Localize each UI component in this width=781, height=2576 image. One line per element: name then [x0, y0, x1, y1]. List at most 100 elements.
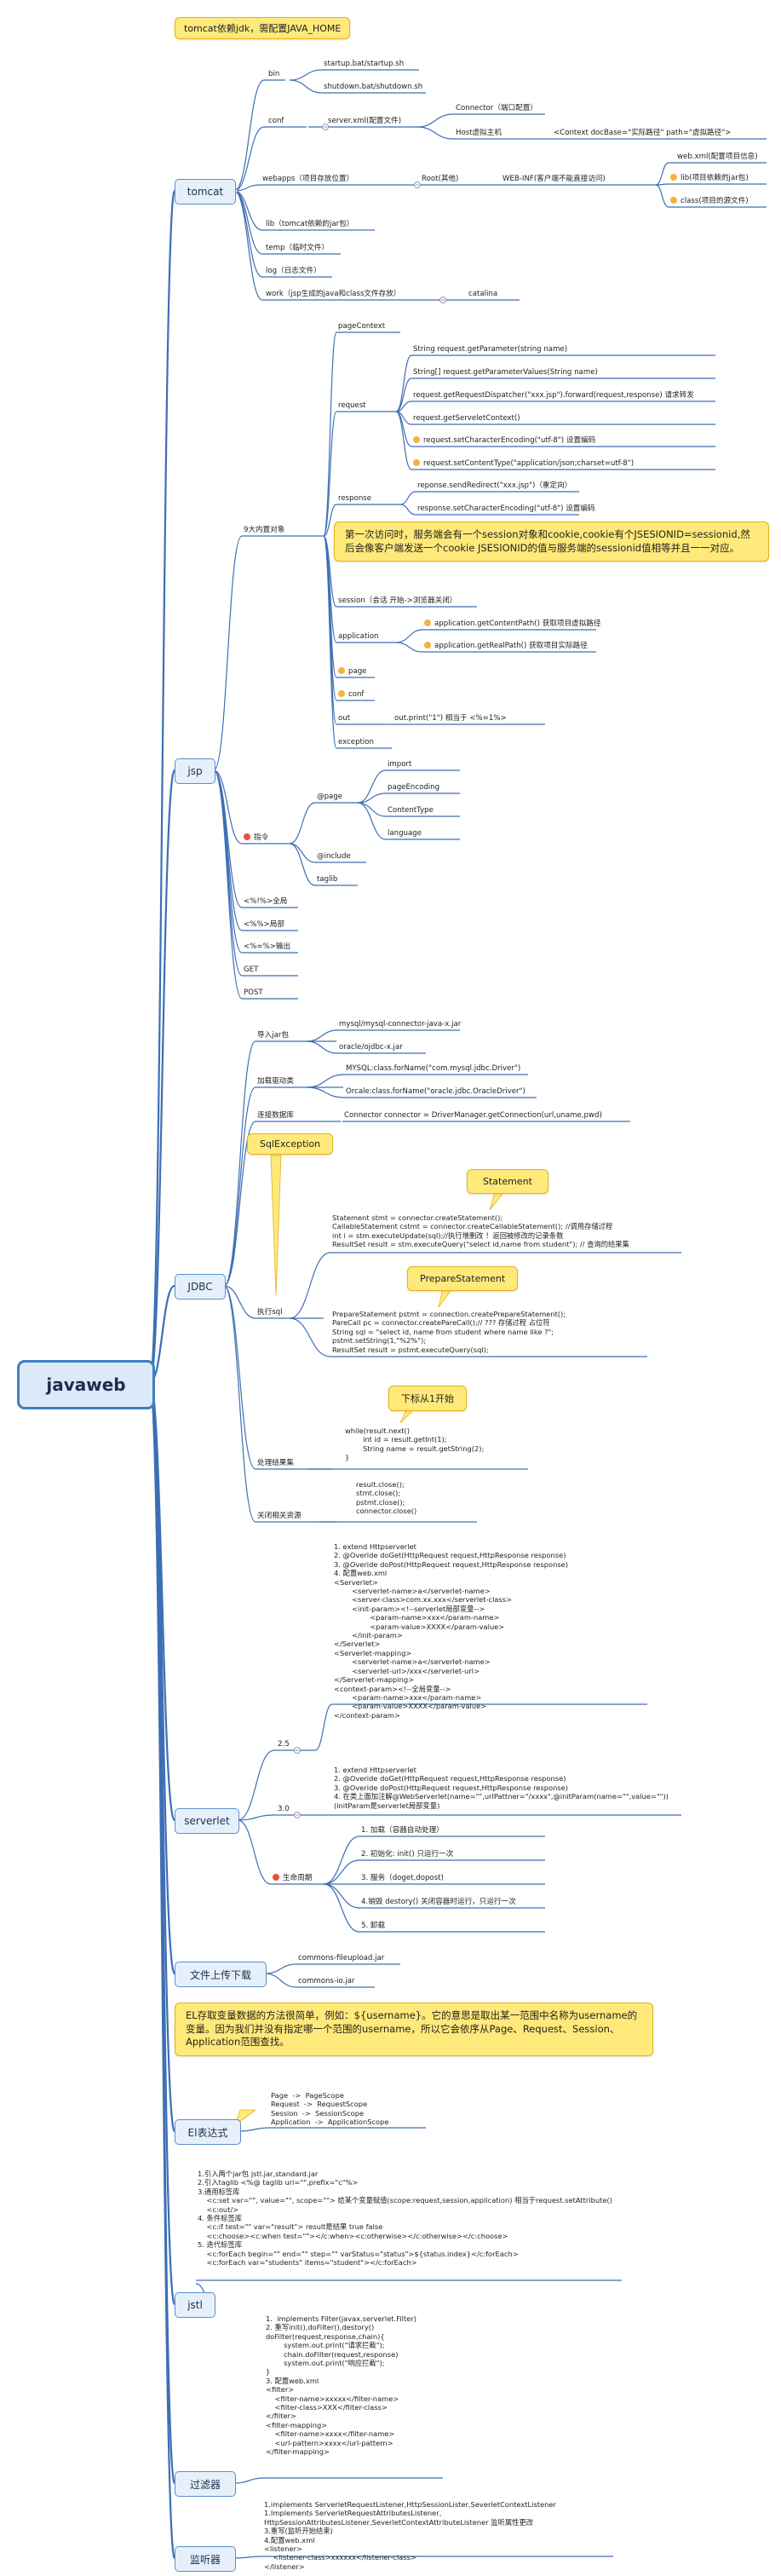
connector-line [223, 1285, 256, 1319]
listener-code[interactable]: 1.implements ServerletRequestListener,Ht… [264, 2500, 556, 2571]
jsp-app-0[interactable]: application.getContentPath() 获取项目虚拟路径 [424, 620, 601, 629]
jsp-req-5[interactable]: request.setContentType("application/json… [413, 459, 634, 469]
connector-line [416, 126, 454, 140]
jsp-page-1[interactable]: pageEncoding [388, 783, 440, 792]
jsp-resp-1[interactable]: response.setCharacterEncoding("utf-8") 设… [417, 504, 595, 513]
servlet-lifecycle[interactable]: 生命周期 [273, 1874, 312, 1883]
jsp-page-0[interactable]: import [388, 760, 412, 769]
servlet-life-1[interactable]: 2. 初始化: init() 只运行一次 [361, 1850, 454, 1859]
tomcat-web-xml[interactable]: web.xml(配置项目信息) [677, 153, 758, 161]
jdbc-result-code[interactable]: while(result.next() int id = result.getI… [345, 1426, 485, 1462]
jsp-out-print[interactable]: out.print("1") 相当于 <%=1%> [394, 714, 507, 723]
category-tomcat[interactable]: tomcat [175, 179, 236, 205]
tomcat-shutdown[interactable]: shutdown.bat/shutdown.sh [324, 83, 423, 91]
servlet-life-2[interactable]: 3. 服务（doget,dopost) [361, 1874, 444, 1882]
tomcat-host[interactable]: Host虚拟主机 [456, 129, 502, 137]
jsp-conf[interactable]: conf [338, 690, 364, 700]
tomcat-catalina[interactable]: catalina [468, 290, 498, 298]
jsp-taglib[interactable]: taglib [317, 875, 338, 884]
jsp-page[interactable]: page [338, 667, 366, 677]
jdbc-prepared-code[interactable]: PrepareStatement pstmt = connection.crea… [332, 1310, 566, 1354]
category-upload[interactable]: 文件上传下载 [175, 1962, 267, 1987]
connector-line [264, 1963, 297, 1974]
category-jstl[interactable]: jstl [175, 2292, 215, 2318]
tomcat-server-xml[interactable]: server.xml(配置文件) [328, 117, 402, 125]
jdbc-connect[interactable]: 连接数据库 [257, 1111, 294, 1120]
jsp-resp-0[interactable]: reponse.sendRedirect("xxx.jsp")（重定向） [417, 481, 572, 490]
servlet-life-4[interactable]: 5. 卸载 [361, 1922, 386, 1930]
jdbc-load-driver[interactable]: 加载驱动类 [257, 1077, 294, 1086]
category-listener[interactable]: 监听器 [175, 2546, 236, 2572]
jsp-page-3[interactable]: language [388, 829, 422, 838]
connector-line [395, 642, 423, 653]
tomcat-conf[interactable]: conf [268, 117, 284, 125]
tomcat-lib-jar[interactable]: lib(项目依赖的jar包) [670, 174, 749, 183]
tomcat-context[interactable]: <Context docBase="实际路径" path="虚拟路径"> [554, 129, 732, 137]
jsp-tag-2[interactable]: <%=%>输出 [244, 942, 291, 951]
jsp-request[interactable]: request [338, 401, 366, 410]
bullet-icon [424, 620, 431, 626]
jsp-nine-objects[interactable]: 9大内置对象 [244, 526, 285, 534]
tomcat-work[interactable]: work（jsp生成的java和class文件存放） [266, 290, 401, 298]
tomcat-lib[interactable]: lib（tomcat依赖的jar包） [266, 220, 354, 228]
jdbc-oracle-driver[interactable]: Orcale:class.forName("oracle.jdbc.Oracle… [346, 1087, 525, 1096]
jsp-application[interactable]: application [338, 632, 379, 641]
jsp-exception[interactable]: exception [338, 738, 374, 746]
tomcat-bin[interactable]: bin [268, 70, 280, 78]
root-node[interactable]: javaweb [17, 1360, 155, 1409]
jsp-tag-1[interactable]: <%%>局部 [244, 920, 284, 929]
tomcat-log[interactable]: log（日志文件） [266, 267, 321, 275]
jsp-out[interactable]: out [338, 714, 351, 723]
tomcat-webapps[interactable]: webapps（项目存放位置） [262, 175, 354, 183]
jsp-response[interactable]: response [338, 494, 372, 503]
servlet-v30[interactable]: 3.0 [278, 1805, 290, 1813]
jdbc-oracle-jar[interactable]: oracle/ojdbc-x.jar [339, 1043, 403, 1052]
jdbc-close[interactable]: 关闭相关资源 [257, 1512, 301, 1520]
jsp-tag-0[interactable]: <%!%>全局 [244, 897, 288, 906]
jsp-req-3[interactable]: request.getServeletContext() [413, 414, 520, 423]
jsp-tag-3[interactable]: GET [244, 965, 259, 974]
upload-item-1[interactable]: commons-io.jar [298, 1977, 355, 1985]
jdbc-mysql-jar[interactable]: mysql/mysql-connector-java-x.jar [339, 1020, 462, 1029]
servlet-v30-code[interactable]: 1. extend Httpserverlet 2. @Overide doGe… [334, 1766, 669, 1810]
jsp-page-2[interactable]: ContentType [388, 806, 434, 815]
filter-code[interactable]: 1. implements Filter(javax.serverlet.Fil… [266, 2314, 416, 2457]
jsp-req-4[interactable]: request.setCharacterEncoding("utf-8") 设置… [413, 436, 595, 446]
jdbc-exec-sql[interactable]: 执行sql [257, 1308, 283, 1317]
category-serverlet[interactable]: serverlet [175, 1808, 239, 1834]
jsp-app-1[interactable]: application.getRealPath() 获取项目实际路径 [424, 642, 588, 651]
category-jdbc[interactable]: JDBC [175, 1274, 226, 1300]
servlet-v25[interactable]: 2.5 [278, 1740, 290, 1749]
category-el[interactable]: El表达式 [175, 2119, 241, 2145]
jsp-req-0[interactable]: String request.getParameter(string name) [413, 345, 568, 354]
servlet-v25-code[interactable]: 1. extend Httpserverlet 2. @Overide doGe… [334, 1542, 569, 1720]
tomcat-temp[interactable]: temp（临时文件） [266, 244, 330, 252]
jdbc-mysql-driver[interactable]: MYSQL:class.forName("com.mysql.jdbc.Driv… [346, 1064, 521, 1073]
jdbc-import-jar[interactable]: 导入jar包 [257, 1031, 289, 1040]
jsp-at-page[interactable]: @page [317, 792, 343, 801]
upload-item-0[interactable]: commons-fileupload.jar [298, 1954, 385, 1962]
jsp-pagecontext[interactable]: pageContext [338, 322, 386, 331]
category-jsp[interactable]: jsp [175, 758, 215, 784]
jdbc-close-code[interactable]: result.close(); stmt.close(); pstmt.clos… [356, 1480, 417, 1516]
jdbc-connect-code[interactable]: Connector connector = DriverManager.getC… [344, 1111, 602, 1120]
jsp-req-2[interactable]: request.getRequestDispatcher("xxx.jsp").… [413, 391, 694, 400]
jsp-session[interactable]: session（会话 开始->浏览器关闭） [338, 596, 457, 605]
servlet-life-0[interactable]: 1. 加载（容器自动处理） [361, 1826, 444, 1835]
tomcat-webinf[interactable]: WEB-INF(客户端不能直接访问) [502, 175, 606, 183]
tomcat-connector[interactable]: Connector（端口配置） [456, 104, 537, 112]
jstl-code[interactable]: 1.引入两个jar包 jstl.jar,standard.jar 2.引入tag… [198, 2170, 612, 2268]
jsp-directive[interactable]: 指令 [244, 833, 268, 843]
jsp-include[interactable]: @include [317, 852, 351, 861]
servlet-life-3[interactable]: 4.销毁 destory() 关闭容器时运行，只运行一次 [361, 1898, 516, 1906]
tomcat-class[interactable]: class(项目的源文件) [670, 197, 749, 206]
category-filter[interactable]: 过滤器 [175, 2471, 236, 2497]
tomcat-startup[interactable]: startup.bat/startup.sh [324, 60, 405, 68]
connector-line [289, 79, 323, 94]
el-scopes[interactable]: Page -> PageScope Request -> RequestScop… [271, 2091, 389, 2127]
jsp-tag-4[interactable]: POST [244, 988, 263, 997]
jdbc-statement-code[interactable]: Statement stmt = connector.createStateme… [332, 1213, 629, 1249]
jdbc-handle-result[interactable]: 处理结果集 [257, 1459, 294, 1467]
tomcat-root[interactable]: Root(其他) [422, 175, 459, 183]
jsp-req-1[interactable]: String[] request.getParameterValues(Stri… [413, 368, 598, 377]
